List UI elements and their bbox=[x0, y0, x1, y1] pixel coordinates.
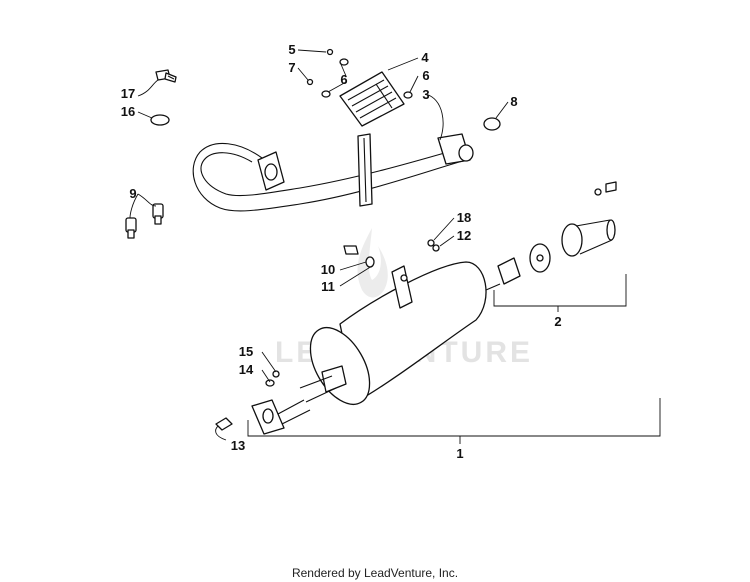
callout-16: 16 bbox=[121, 104, 135, 119]
assembly-bracket-1 bbox=[247, 398, 661, 444]
callout-3: 3 bbox=[422, 87, 429, 102]
part-18-12-hardware bbox=[427, 239, 440, 252]
part-9-studs bbox=[125, 203, 164, 239]
callout-12: 12 bbox=[457, 228, 471, 243]
callout-10: 10 bbox=[321, 262, 335, 277]
callout-9: 9 bbox=[129, 186, 136, 201]
callout-17: 17 bbox=[121, 86, 135, 101]
callout-14: 14 bbox=[239, 362, 254, 377]
callout-2: 2 bbox=[554, 314, 561, 329]
part-8-gasket bbox=[483, 117, 501, 131]
part-14-15-hardware bbox=[265, 370, 280, 387]
part-17-bolt bbox=[155, 69, 177, 83]
part-10-11-hardware bbox=[343, 245, 375, 268]
callout-labels: 1 2 3 4 5 6 6 7 8 9 10 11 12 13 14 15 16… bbox=[121, 42, 562, 461]
part-16-gasket bbox=[150, 114, 170, 126]
part-3-header-pipe bbox=[192, 133, 474, 212]
callout-1: 1 bbox=[456, 446, 463, 461]
callout-4: 4 bbox=[421, 50, 429, 65]
assembly-bracket-2 bbox=[493, 274, 627, 312]
callout-6-right: 6 bbox=[422, 68, 429, 83]
callout-15: 15 bbox=[239, 344, 253, 359]
part-2-spark-arrestor bbox=[485, 181, 617, 291]
callout-13: 13 bbox=[231, 438, 245, 453]
callout-6-left: 6 bbox=[340, 72, 347, 87]
callout-7: 7 bbox=[288, 60, 295, 75]
callout-18: 18 bbox=[457, 210, 471, 225]
callout-8: 8 bbox=[510, 94, 517, 109]
leader-lines bbox=[129, 49, 509, 441]
callout-11: 11 bbox=[321, 279, 335, 294]
part-4-heat-shield bbox=[339, 71, 405, 127]
part-13-bolt bbox=[215, 417, 233, 431]
footer-credit: Rendered by LeadVenture, Inc. bbox=[291, 566, 459, 580]
watermark-flame-logo bbox=[357, 228, 388, 298]
callout-5: 5 bbox=[288, 42, 295, 57]
part-1-muffler bbox=[251, 261, 487, 435]
